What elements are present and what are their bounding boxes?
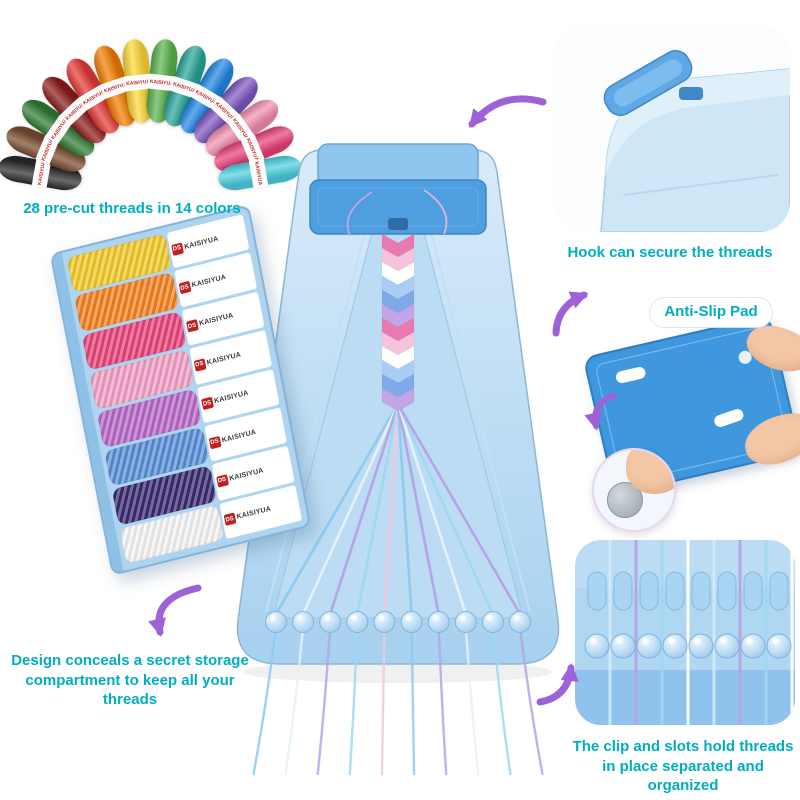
loose-strand — [346, 191, 373, 237]
brand-logo: DS — [193, 358, 207, 372]
caption-clip: The clip and slots hold threads in place… — [572, 738, 794, 794]
brand-name: KAISIYUA — [206, 351, 242, 367]
brand-name: KAISIYUA — [183, 235, 220, 251]
fingertip — [626, 450, 674, 494]
peg-row — [265, 611, 531, 633]
brand-name: KAISIYUA — [221, 428, 257, 444]
loose-strand — [423, 189, 448, 235]
clip-closeup-art — [575, 540, 795, 725]
open-hook — [603, 50, 693, 116]
brand-logo: DS — [200, 396, 214, 411]
brand-name: KAISIYUA — [198, 312, 235, 328]
caption-threads: 28 pre-cut threads in 14 colors — [23, 200, 241, 217]
curved-arrow-icon — [468, 95, 547, 128]
antislip-pad — [614, 365, 647, 385]
curved-arrow-icon — [148, 584, 202, 637]
woven-bracelet — [381, 233, 415, 412]
brand-name: KAISIYUA — [236, 505, 272, 522]
bracelet-board — [236, 143, 560, 776]
antislip-pad — [712, 407, 746, 429]
brand-logo: DS — [223, 512, 237, 527]
thread-tails — [252, 624, 544, 776]
clip-closeup — [575, 540, 795, 725]
hook-closeup-art — [600, 50, 790, 232]
antislip-label: Anti-Slip Pad — [650, 298, 772, 327]
caption-storage: Design conceals a secret storage compart… — [11, 652, 249, 708]
brand-logo: DS — [208, 435, 222, 450]
brand-logo: DS — [178, 280, 191, 295]
brand-name: KAISIYUA — [191, 273, 227, 290]
inset-pegs — [584, 633, 792, 659]
inset-threads — [608, 540, 794, 725]
ridge-line — [430, 231, 531, 613]
hook-closeup — [553, 25, 790, 232]
slot-row — [587, 571, 789, 611]
brand-name: KAISIYUA — [213, 389, 250, 406]
brand-logo: DS — [215, 474, 229, 488]
top-hook-assembly — [309, 143, 487, 235]
thread-fan-lines — [274, 402, 522, 616]
antislip-closeup: Anti-Slip Pad — [582, 298, 800, 533]
caption-hook: Hook can secure the threads — [567, 244, 773, 261]
brand-logo: DS — [170, 242, 184, 256]
brand-logo: DS — [185, 319, 199, 334]
board-shadow — [243, 661, 553, 683]
ridge-line — [265, 231, 366, 613]
brand-name: KAISIYUA — [228, 467, 265, 483]
pad-detail-circle — [592, 448, 676, 532]
